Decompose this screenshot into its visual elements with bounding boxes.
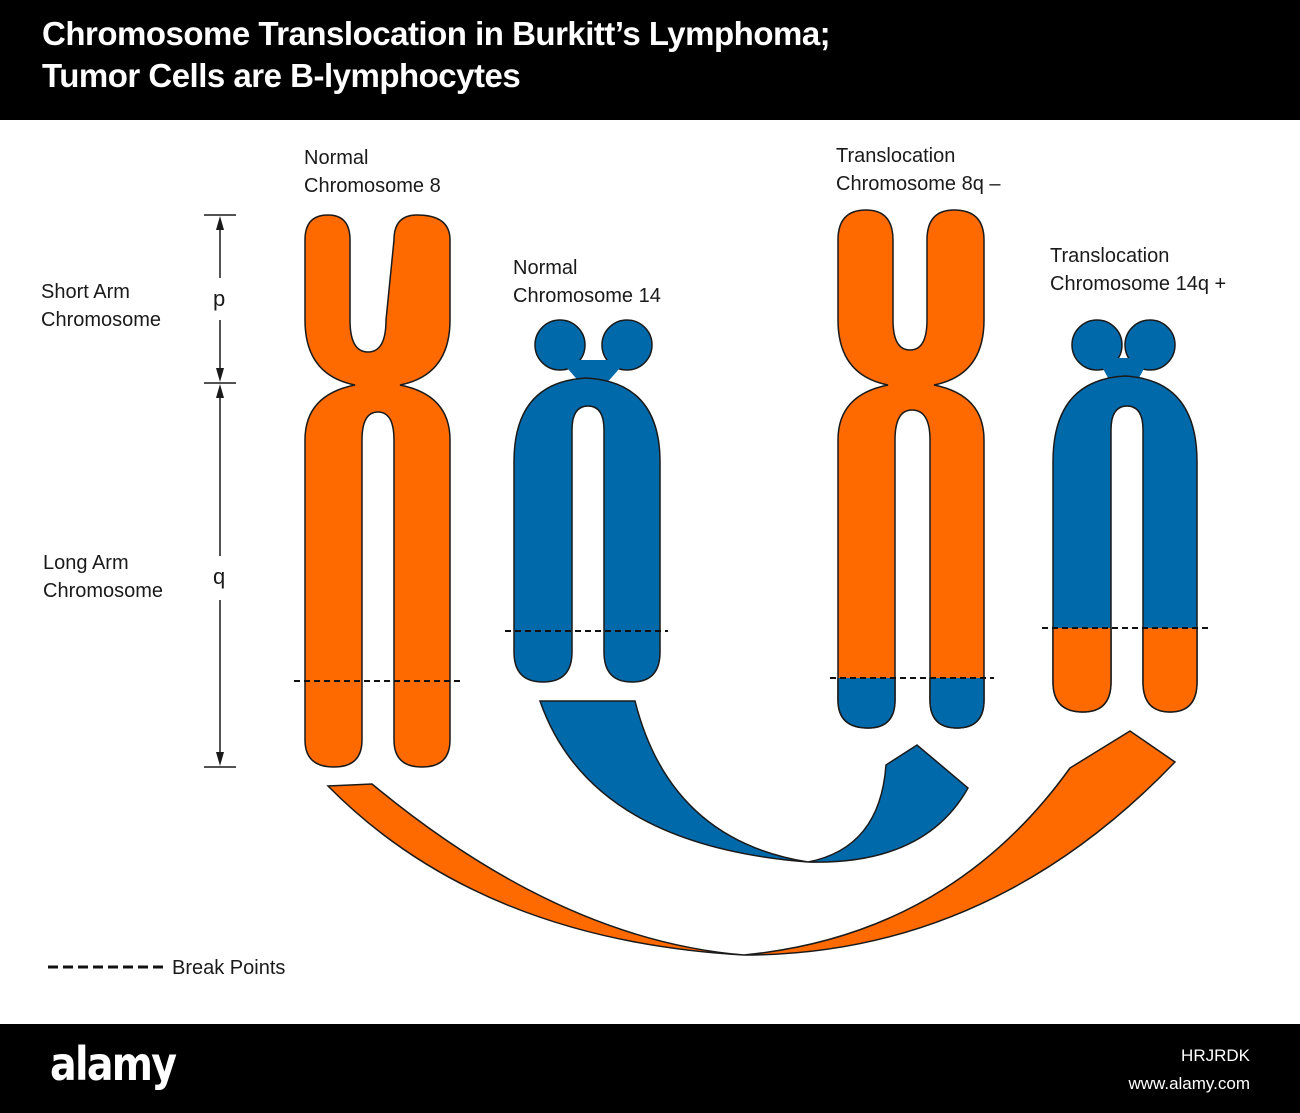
arm-scale-bar <box>204 214 236 768</box>
normal-chromosome-14 <box>505 319 668 683</box>
label-normal-8-line2: Chromosome 8 <box>304 175 441 197</box>
label-p-arm: p <box>213 286 225 311</box>
label-normal-14-line2: Chromosome 14 <box>513 285 661 307</box>
label-short-arm-line2: Chromosome <box>41 309 161 331</box>
label-trans-8-line2: Chromosome 8q – <box>836 173 1001 195</box>
label-long-arm-line2: Chromosome <box>43 580 163 602</box>
title-line-2: Tumor Cells are B-lymphocytes <box>42 57 521 94</box>
footer-bar <box>0 1024 1300 1113</box>
translocation-chromosome-8q <box>830 209 994 729</box>
blue-segment-band <box>538 700 969 863</box>
site-url: www.alamy.com <box>1128 1074 1250 1093</box>
normal-chromosome-8 <box>294 214 462 768</box>
image-id: HRJRDK <box>1181 1046 1250 1065</box>
label-trans-14-line2: Chromosome 14q + <box>1050 273 1226 295</box>
title-line-1: Chromosome Translocation in Burkitt’s Ly… <box>42 15 831 52</box>
legend-break-points-label: Break Points <box>172 957 285 979</box>
label-q-arm: q <box>213 564 225 589</box>
alamy-logo: alamy <box>50 1037 177 1091</box>
label-normal-8-line1: Normal <box>304 147 368 169</box>
label-short-arm-line1: Short Arm <box>41 281 130 303</box>
header-bar: Chromosome Translocation in Burkitt’s Ly… <box>0 0 1300 120</box>
orange-segment-band <box>326 730 1177 956</box>
label-normal-14-line1: Normal <box>513 257 577 279</box>
label-trans-8-line1: Translocation <box>836 145 955 167</box>
label-long-arm-line1: Long Arm <box>43 552 129 574</box>
translocation-chromosome-14q <box>1042 319 1208 713</box>
label-trans-14-line1: Translocation <box>1050 245 1169 267</box>
